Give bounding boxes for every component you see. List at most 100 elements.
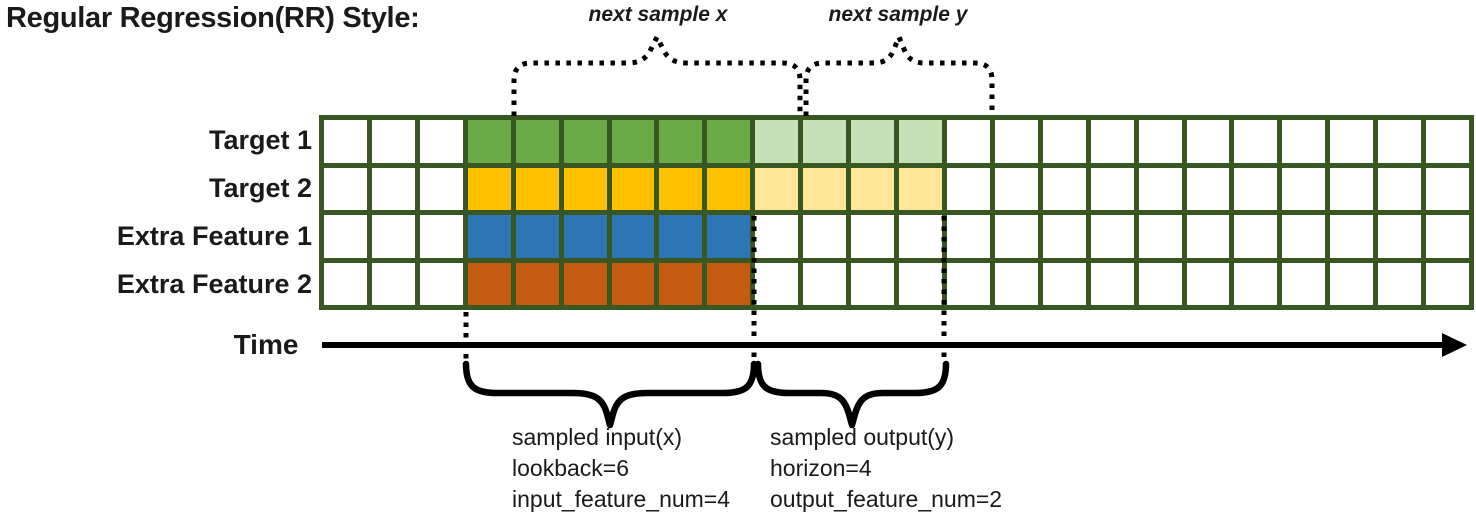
grid-cell <box>946 167 990 210</box>
grid-cell <box>755 167 799 210</box>
grid-cell <box>563 167 607 210</box>
grid-cell <box>563 120 607 163</box>
grid-cell <box>1234 262 1278 305</box>
sampled-output-title: sampled output(y) <box>770 424 955 450</box>
grid-cell <box>611 167 655 210</box>
grid-cell <box>1234 167 1278 210</box>
grid-cell <box>1042 167 1086 210</box>
sampled-input-brace <box>462 360 758 429</box>
grid-cell <box>755 215 799 258</box>
grid-cell <box>946 120 990 163</box>
grid-cell <box>611 215 655 258</box>
grid-cell <box>1330 120 1374 163</box>
row-label-extra-feature-2: Extra Feature 2 <box>116 269 312 299</box>
grid-cell <box>899 262 942 305</box>
grid-cell <box>324 120 367 163</box>
grid-cell <box>1090 262 1134 305</box>
grid-cell <box>563 215 607 258</box>
grid-cell <box>946 215 990 258</box>
grid-cell <box>611 120 655 163</box>
lookback-value: lookback=6 <box>512 455 629 481</box>
grid-cell <box>1330 215 1374 258</box>
grid-cell <box>1282 167 1326 210</box>
grid-cell <box>1138 120 1182 163</box>
grid-cell <box>899 120 942 163</box>
next-sample-x-label: next sample x <box>588 3 728 26</box>
grid-cell <box>419 215 463 258</box>
grid-cell <box>1186 167 1230 210</box>
grid-cell <box>1378 120 1422 163</box>
grid-cell <box>515 215 559 258</box>
grid-cell <box>1138 167 1182 210</box>
grid-cell <box>803 167 847 210</box>
grid-cell <box>707 215 751 258</box>
grid-cell <box>1378 215 1422 258</box>
diagram-title: Regular Regression(RR) Style: <box>6 2 420 34</box>
grid-cell <box>1234 120 1278 163</box>
grid-cell <box>803 215 847 258</box>
grid-cell <box>467 120 511 163</box>
grid-cell <box>851 120 894 163</box>
grid-cell <box>515 120 559 163</box>
grid-cell <box>371 167 415 210</box>
grid-cell <box>803 262 847 305</box>
grid-cell <box>515 262 559 305</box>
next-sample-y-brace <box>803 30 995 116</box>
grid-cell <box>1138 262 1182 305</box>
grid-cell <box>659 167 703 210</box>
time-arrowhead-icon <box>1442 333 1467 357</box>
grid-cell <box>1282 120 1326 163</box>
grid-cell <box>899 215 942 258</box>
grid-cell <box>1426 215 1469 258</box>
horizon-value: horizon=4 <box>770 455 872 481</box>
grid-cell <box>755 120 799 163</box>
grid-cell <box>707 120 751 163</box>
grid-cell <box>803 120 847 163</box>
grid-cell <box>707 167 751 210</box>
grid-cell <box>371 215 415 258</box>
grid-cell <box>899 167 942 210</box>
grid <box>319 115 1474 310</box>
grid-cell <box>994 167 1038 210</box>
grid-cell <box>851 167 894 210</box>
row-label-target-2: Target 2 <box>208 173 312 203</box>
grid-cell <box>659 262 703 305</box>
grid-cell <box>467 262 511 305</box>
grid-cell <box>1426 120 1469 163</box>
grid-cell <box>324 215 367 258</box>
row-label-target-1: Target 1 <box>208 125 312 155</box>
grid-cell <box>324 262 367 305</box>
grid-cell <box>1234 215 1278 258</box>
sampled-output-brace <box>754 360 950 429</box>
grid-cell <box>1426 167 1469 210</box>
row-label-extra-feature-1: Extra Feature 1 <box>116 221 312 251</box>
grid-cell <box>1378 167 1422 210</box>
grid-cell <box>1090 167 1134 210</box>
grid-cell <box>659 215 703 258</box>
grid-cell <box>946 262 990 305</box>
grid-cell <box>1186 120 1230 163</box>
grid-cell <box>1186 262 1230 305</box>
next-sample-x-brace <box>511 31 803 116</box>
grid-cell <box>1330 167 1374 210</box>
grid-cell <box>1042 262 1086 305</box>
grid-cell <box>755 262 799 305</box>
grid-cell <box>1138 215 1182 258</box>
grid-cell <box>324 167 367 210</box>
grid-cell <box>707 262 751 305</box>
grid-cell <box>851 262 894 305</box>
output-feature-num-value: output_feature_num=2 <box>770 486 1003 512</box>
grid-cell <box>1282 215 1326 258</box>
grid-cell <box>659 120 703 163</box>
grid-cell <box>419 262 463 305</box>
grid-cell <box>371 120 415 163</box>
grid-cell <box>1090 120 1134 163</box>
grid-cell <box>419 167 463 210</box>
grid-cell <box>994 120 1038 163</box>
grid-cell <box>1282 262 1326 305</box>
grid-cell <box>994 262 1038 305</box>
grid-cell <box>1042 120 1086 163</box>
sampled-input-title: sampled input(x) <box>512 424 683 450</box>
grid-cell <box>419 120 463 163</box>
grid-cell <box>1042 215 1086 258</box>
